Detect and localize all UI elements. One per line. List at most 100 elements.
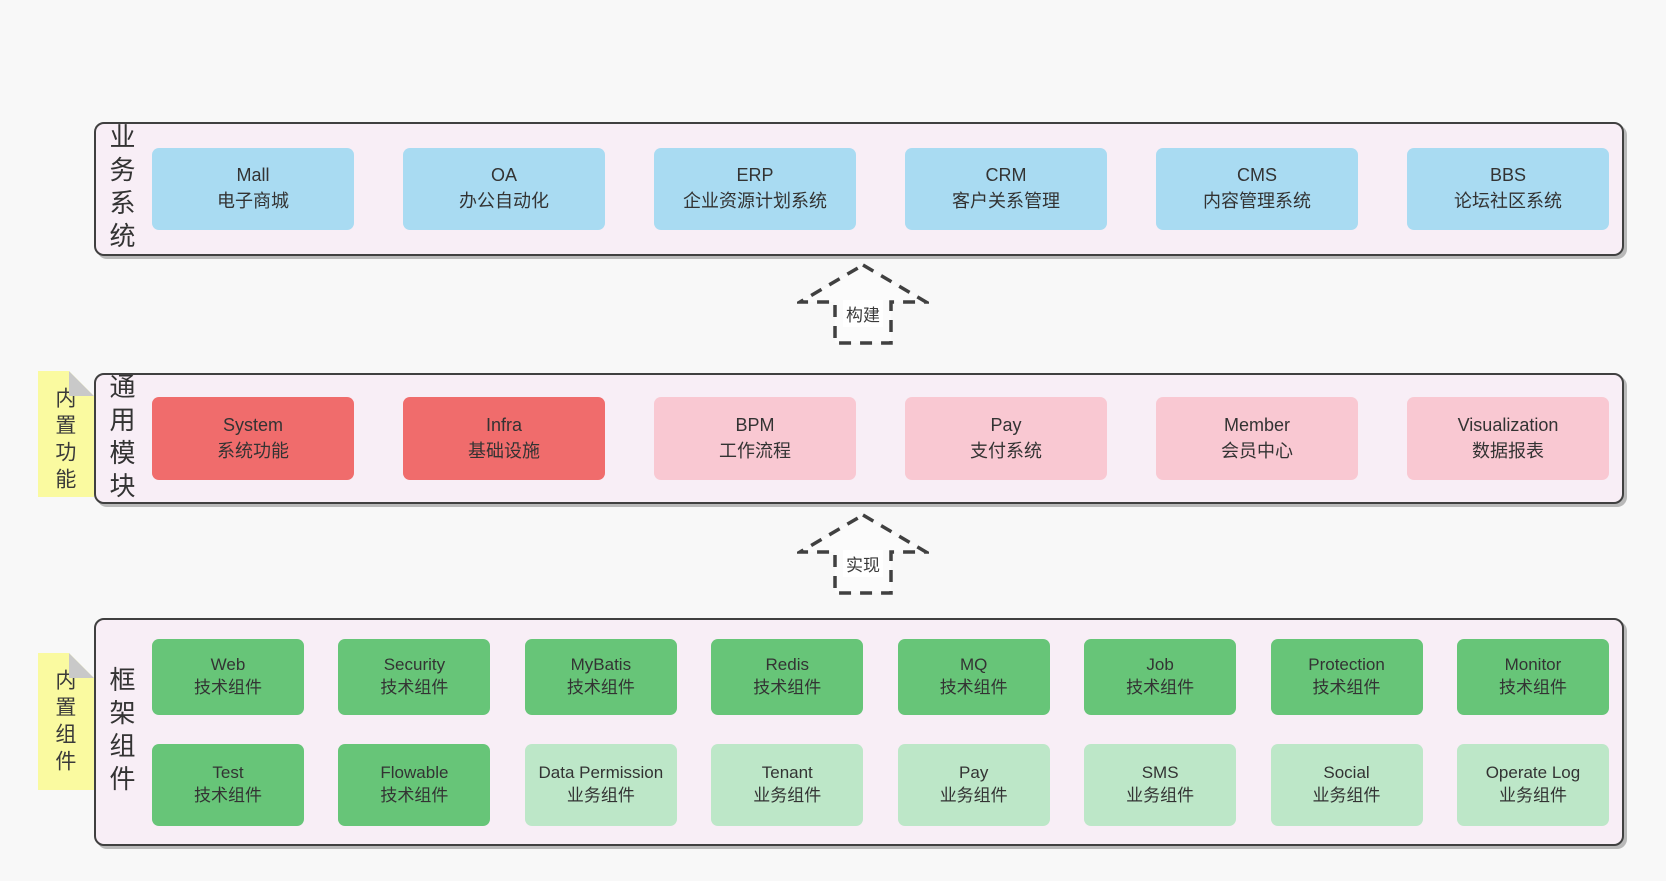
box-subtitle: 业务组件: [1126, 785, 1195, 805]
box-name: Infra: [485, 414, 523, 435]
box-subtitle: 技术组件: [1312, 677, 1381, 697]
box-subtitle: 基础设施: [468, 440, 540, 461]
box-name: Mall: [236, 165, 270, 186]
sticky-note-builtin-features: 内置功能: [38, 371, 94, 497]
box-subtitle: 技术组件: [380, 785, 449, 805]
box-subtitle: 技术组件: [194, 785, 262, 805]
box-oa: OA 办公自动化: [403, 148, 605, 230]
box-name: Pay: [990, 414, 1022, 435]
box-member: Member 会员中心: [1156, 397, 1358, 480]
box-subtitle: 技术组件: [1498, 677, 1567, 697]
layer-common-modules: 通用模块 System 系统功能 Infra 基础设施 BPM 工作流程 Pay 支付系统 Me…: [94, 372, 1624, 505]
box-pay: Pay 支付系统: [905, 397, 1107, 480]
box-name: OA: [490, 165, 517, 186]
box-name: BBS: [1489, 165, 1527, 186]
box-subtitle: 业务组件: [1312, 785, 1381, 805]
box-name: Visualization: [1457, 414, 1559, 435]
box-subtitle: 技术组件: [380, 677, 449, 697]
box-subtitle: 支付系统: [970, 440, 1042, 461]
box-name: SMS: [1141, 763, 1179, 783]
box-subtitle: 办公自动化: [459, 191, 549, 211]
box-subtitle: 系统功能: [217, 440, 289, 461]
box-name: BPM: [735, 414, 775, 435]
sticky-note-builtin-features-text: 内置功能: [52, 387, 76, 495]
box-bpm: BPM 工作流程: [654, 397, 856, 480]
box-name: Redis: [765, 655, 809, 675]
box-name: CMS: [1237, 165, 1277, 186]
arrow-build-label: 构建: [843, 300, 883, 327]
box-system: System 系统功能: [152, 397, 354, 480]
box-name: Social: [1323, 763, 1370, 783]
box-subtitle: 技术组件: [194, 677, 262, 697]
sticky-note-builtin-components: 内置组件: [38, 653, 94, 790]
arrow-build: 构建: [797, 262, 929, 346]
box-name: MyBatis: [570, 655, 632, 675]
box-name: Pay: [959, 763, 989, 783]
box-infra: Infra 基础设施: [403, 397, 605, 480]
box-subtitle: 内容管理系统: [1203, 191, 1311, 211]
box-subtitle: 业务组件: [566, 785, 635, 805]
box-subtitle: 论坛社区系统: [1454, 191, 1562, 211]
box-name: Monitor: [1504, 655, 1562, 675]
box-name: Operate Log: [1485, 763, 1581, 783]
box-name: Data Permission: [538, 763, 664, 783]
box-visualization: Visualization 数据报表: [1407, 397, 1609, 480]
box-subtitle: 数据报表: [1472, 440, 1544, 461]
box-name: System: [222, 414, 283, 435]
box-name: Web: [210, 655, 246, 675]
layer-framework-components-label: 框架组件: [106, 666, 136, 798]
layer-common-modules-label: 通用模块: [106, 372, 136, 505]
arrow-implement-label: 实现: [843, 550, 883, 577]
box-subtitle: 工作流程: [719, 440, 791, 461]
box-subtitle: 技术组件: [566, 677, 635, 697]
box-name: ERP: [736, 165, 774, 186]
box-name: Job: [1146, 655, 1174, 675]
box-crm: CRM 客户关系管理: [905, 148, 1107, 230]
box-name: Tenant: [761, 763, 813, 783]
box-cms: CMS 内容管理系统: [1156, 148, 1358, 230]
box-subtitle: 电子商城: [217, 191, 289, 211]
layer-business-systems-label: 业务系统: [106, 123, 136, 255]
box-subtitle: 技术组件: [939, 677, 1008, 697]
box-name: Flowable: [380, 763, 449, 783]
box-subtitle: 技术组件: [1126, 677, 1195, 697]
box-name: CRM: [985, 165, 1027, 186]
sticky-note-builtin-components-text: 内置组件: [52, 669, 76, 777]
box-bbs: BBS 论坛社区系统: [1407, 148, 1609, 230]
box-mall: Mall 电子商城: [152, 148, 354, 230]
box-subtitle: 业务组件: [1498, 785, 1567, 805]
box-name: Member: [1223, 414, 1290, 435]
box-name: Protection: [1308, 655, 1385, 675]
box-subtitle: 技术组件: [753, 677, 822, 697]
box-subtitle: 业务组件: [753, 785, 822, 805]
box-subtitle: 业务组件: [939, 785, 1008, 805]
box-subtitle: 客户关系管理: [952, 191, 1060, 211]
box-subtitle: 会员中心: [1221, 440, 1293, 461]
arrow-implement: 实现: [797, 512, 929, 596]
box-name: Security: [383, 655, 446, 675]
common-modules-boxes: System 系统功能 Infra 基础设施 BPM 工作流程 Pay 支付系统 Member 会…: [152, 375, 1609, 502]
